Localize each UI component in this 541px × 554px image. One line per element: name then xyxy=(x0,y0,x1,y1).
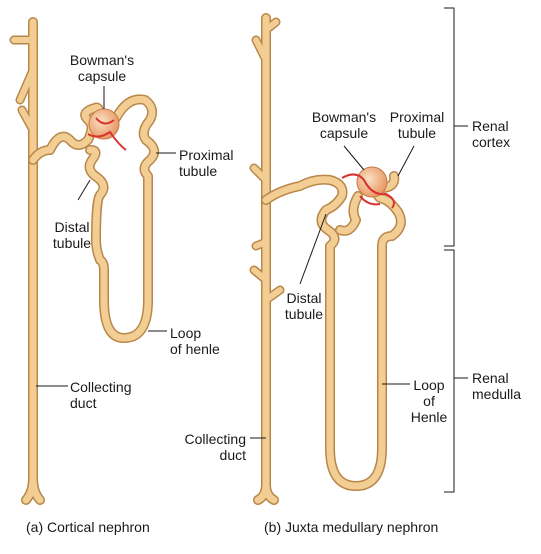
collecting-duct-a xyxy=(9,17,45,505)
label-distal-tubule-b: Distal tubule xyxy=(284,290,324,322)
label-collecting-duct-b: Collecting duct xyxy=(184,431,246,463)
juxta-medullary-nephron xyxy=(249,13,415,505)
caption-a: (a) Cortical nephron xyxy=(26,519,150,535)
tubule-b xyxy=(261,171,406,491)
label-proximal-tubule-b: Proximal tubule xyxy=(389,109,445,141)
label-bowmans-capsule-b: Bowman's capsule xyxy=(311,109,377,141)
label-distal-tubule-a: Distal tubule xyxy=(52,219,92,251)
label-loop-of-henle-a: Loop of henle xyxy=(170,325,220,357)
region-brackets xyxy=(444,7,468,493)
bowmans-capsule-a xyxy=(87,108,127,151)
leaders-a xyxy=(36,86,176,387)
label-loop-of-henle-b: Loop of Henle xyxy=(410,377,448,425)
label-collecting-duct-a: Collecting duct xyxy=(70,379,132,411)
label-proximal-tubule-a: Proximal tubule xyxy=(179,147,234,179)
collecting-duct-b xyxy=(249,13,285,505)
label-renal-medulla: Renal medulla xyxy=(472,370,522,402)
caption-b: (b) Juxta medullary nephron xyxy=(264,519,439,535)
tubule-a xyxy=(28,94,160,343)
label-renal-cortex: Renal cortex xyxy=(472,118,511,150)
label-bowmans-capsule-a: Bowman's capsule xyxy=(69,52,135,84)
cortical-nephron xyxy=(9,17,176,505)
leaders-b xyxy=(250,145,415,439)
bowmans-capsule-b xyxy=(341,166,395,209)
